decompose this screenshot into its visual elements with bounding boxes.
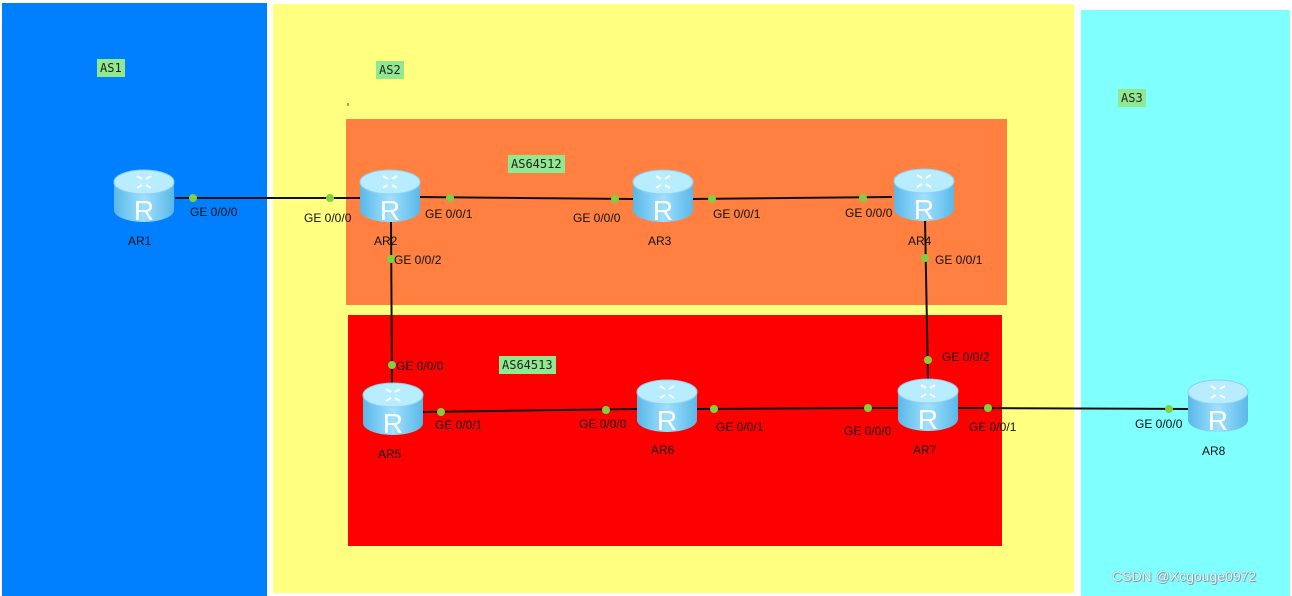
router-ar1[interactable]: R: [113, 168, 175, 226]
watermark: CSDN @Xcgouge0972: [1112, 568, 1257, 584]
router-name-ar7: AR7: [913, 443, 937, 457]
router-ar5[interactable]: R: [362, 381, 424, 439]
port-label-ar4-ge000: GE 0/0/0: [845, 206, 893, 220]
router-ar3[interactable]: R: [632, 168, 694, 226]
port-label-ar8-ge000: GE 0/0/0: [1135, 417, 1183, 431]
router-name-ar3: AR3: [648, 234, 672, 248]
port-dot: [864, 404, 872, 412]
port-label-ar3-ge001: GE 0/0/1: [713, 207, 761, 221]
router-ar7[interactable]: R: [897, 377, 959, 435]
router-glyph: R: [657, 405, 677, 434]
router-icon: R: [113, 169, 175, 226]
port-dot: [388, 361, 396, 369]
router-icon: R: [362, 382, 424, 439]
port-label-ar7-ge000: GE 0/0/0: [844, 424, 892, 438]
port-dot: [924, 356, 932, 364]
port-label-ar2-ge001: GE 0/0/1: [425, 207, 473, 221]
port-dot: [189, 194, 197, 202]
port-dot: [387, 255, 395, 263]
port-label-ar4-ge001: GE 0/0/1: [935, 253, 983, 267]
port-label-ar2-ge000: GE 0/0/0: [304, 211, 352, 225]
as3-zone: [1081, 10, 1290, 596]
port-label-ar5-ge000: GE 0/0/0: [396, 359, 444, 373]
port-label-ar5-ge001: GE 0/0/1: [435, 418, 483, 432]
port-dot: [708, 195, 716, 203]
router-glyph: R: [383, 408, 403, 437]
port-dot: [859, 194, 867, 202]
link-ar2-ar5[interactable]: [390, 221, 393, 385]
port-label-ar2-ge002: GE 0/0/2: [394, 253, 442, 267]
link-ar3-ar4[interactable]: [691, 196, 893, 200]
router-name-ar8: AR8: [1202, 444, 1226, 458]
port-dot: [611, 195, 619, 203]
port-label-ar3-ge000: GE 0/0/0: [573, 211, 621, 225]
as64512-label: AS64512: [508, 155, 565, 173]
stray-mark: [347, 103, 349, 106]
as2-label: AS2: [376, 61, 404, 79]
as3-label: AS3: [1118, 89, 1146, 107]
router-name-ar1: AR1: [128, 234, 152, 248]
router-name-ar5: AR5: [378, 447, 402, 461]
router-name-ar6: AR6: [651, 443, 675, 457]
link-ar2-ar3[interactable]: [418, 196, 634, 200]
router-icon: R: [636, 379, 698, 436]
router-icon: R: [893, 168, 955, 225]
router-glyph: R: [918, 404, 938, 433]
port-dot: [326, 194, 334, 202]
router-glyph: R: [914, 194, 934, 223]
router-ar6[interactable]: R: [636, 378, 698, 436]
router-icon: R: [632, 169, 694, 226]
router-ar8[interactable]: R: [1187, 378, 1249, 436]
port-dot: [437, 408, 445, 416]
link-ar5-ar6[interactable]: [422, 408, 638, 413]
router-glyph: R: [1208, 405, 1228, 434]
router-ar4[interactable]: R: [893, 167, 955, 225]
port-dot: [984, 404, 992, 412]
link-ar7-ar8[interactable]: [956, 407, 1189, 410]
as1-zone: [2, 3, 267, 596]
router-icon: R: [897, 378, 959, 435]
port-dot: [1165, 405, 1173, 413]
port-label-ar7-ge002: GE 0/0/2: [942, 350, 990, 364]
link-ar4-ar7[interactable]: [924, 219, 929, 381]
router-glyph: R: [380, 195, 400, 224]
port-dot: [446, 194, 454, 202]
router-glyph: R: [134, 195, 154, 224]
port-label-ar6-ge001: GE 0/0/1: [716, 420, 764, 434]
router-glyph: R: [653, 195, 673, 224]
port-dot: [710, 405, 718, 413]
port-label-ar7-ge001: GE 0/0/1: [969, 420, 1017, 434]
port-label-ar6-ge000: GE 0/0/0: [579, 417, 627, 431]
as1-label: AS1: [97, 59, 125, 77]
router-icon: R: [359, 169, 421, 226]
as64513-label: AS64513: [499, 356, 556, 374]
router-name-ar2: AR2: [374, 234, 398, 248]
port-dot: [921, 254, 929, 262]
port-dot: [602, 406, 610, 414]
router-icon: R: [1187, 379, 1249, 436]
router-name-ar4: AR4: [908, 234, 932, 248]
port-label-ar1-ge000: GE 0/0/0: [190, 205, 238, 219]
router-ar2[interactable]: R: [359, 168, 421, 226]
